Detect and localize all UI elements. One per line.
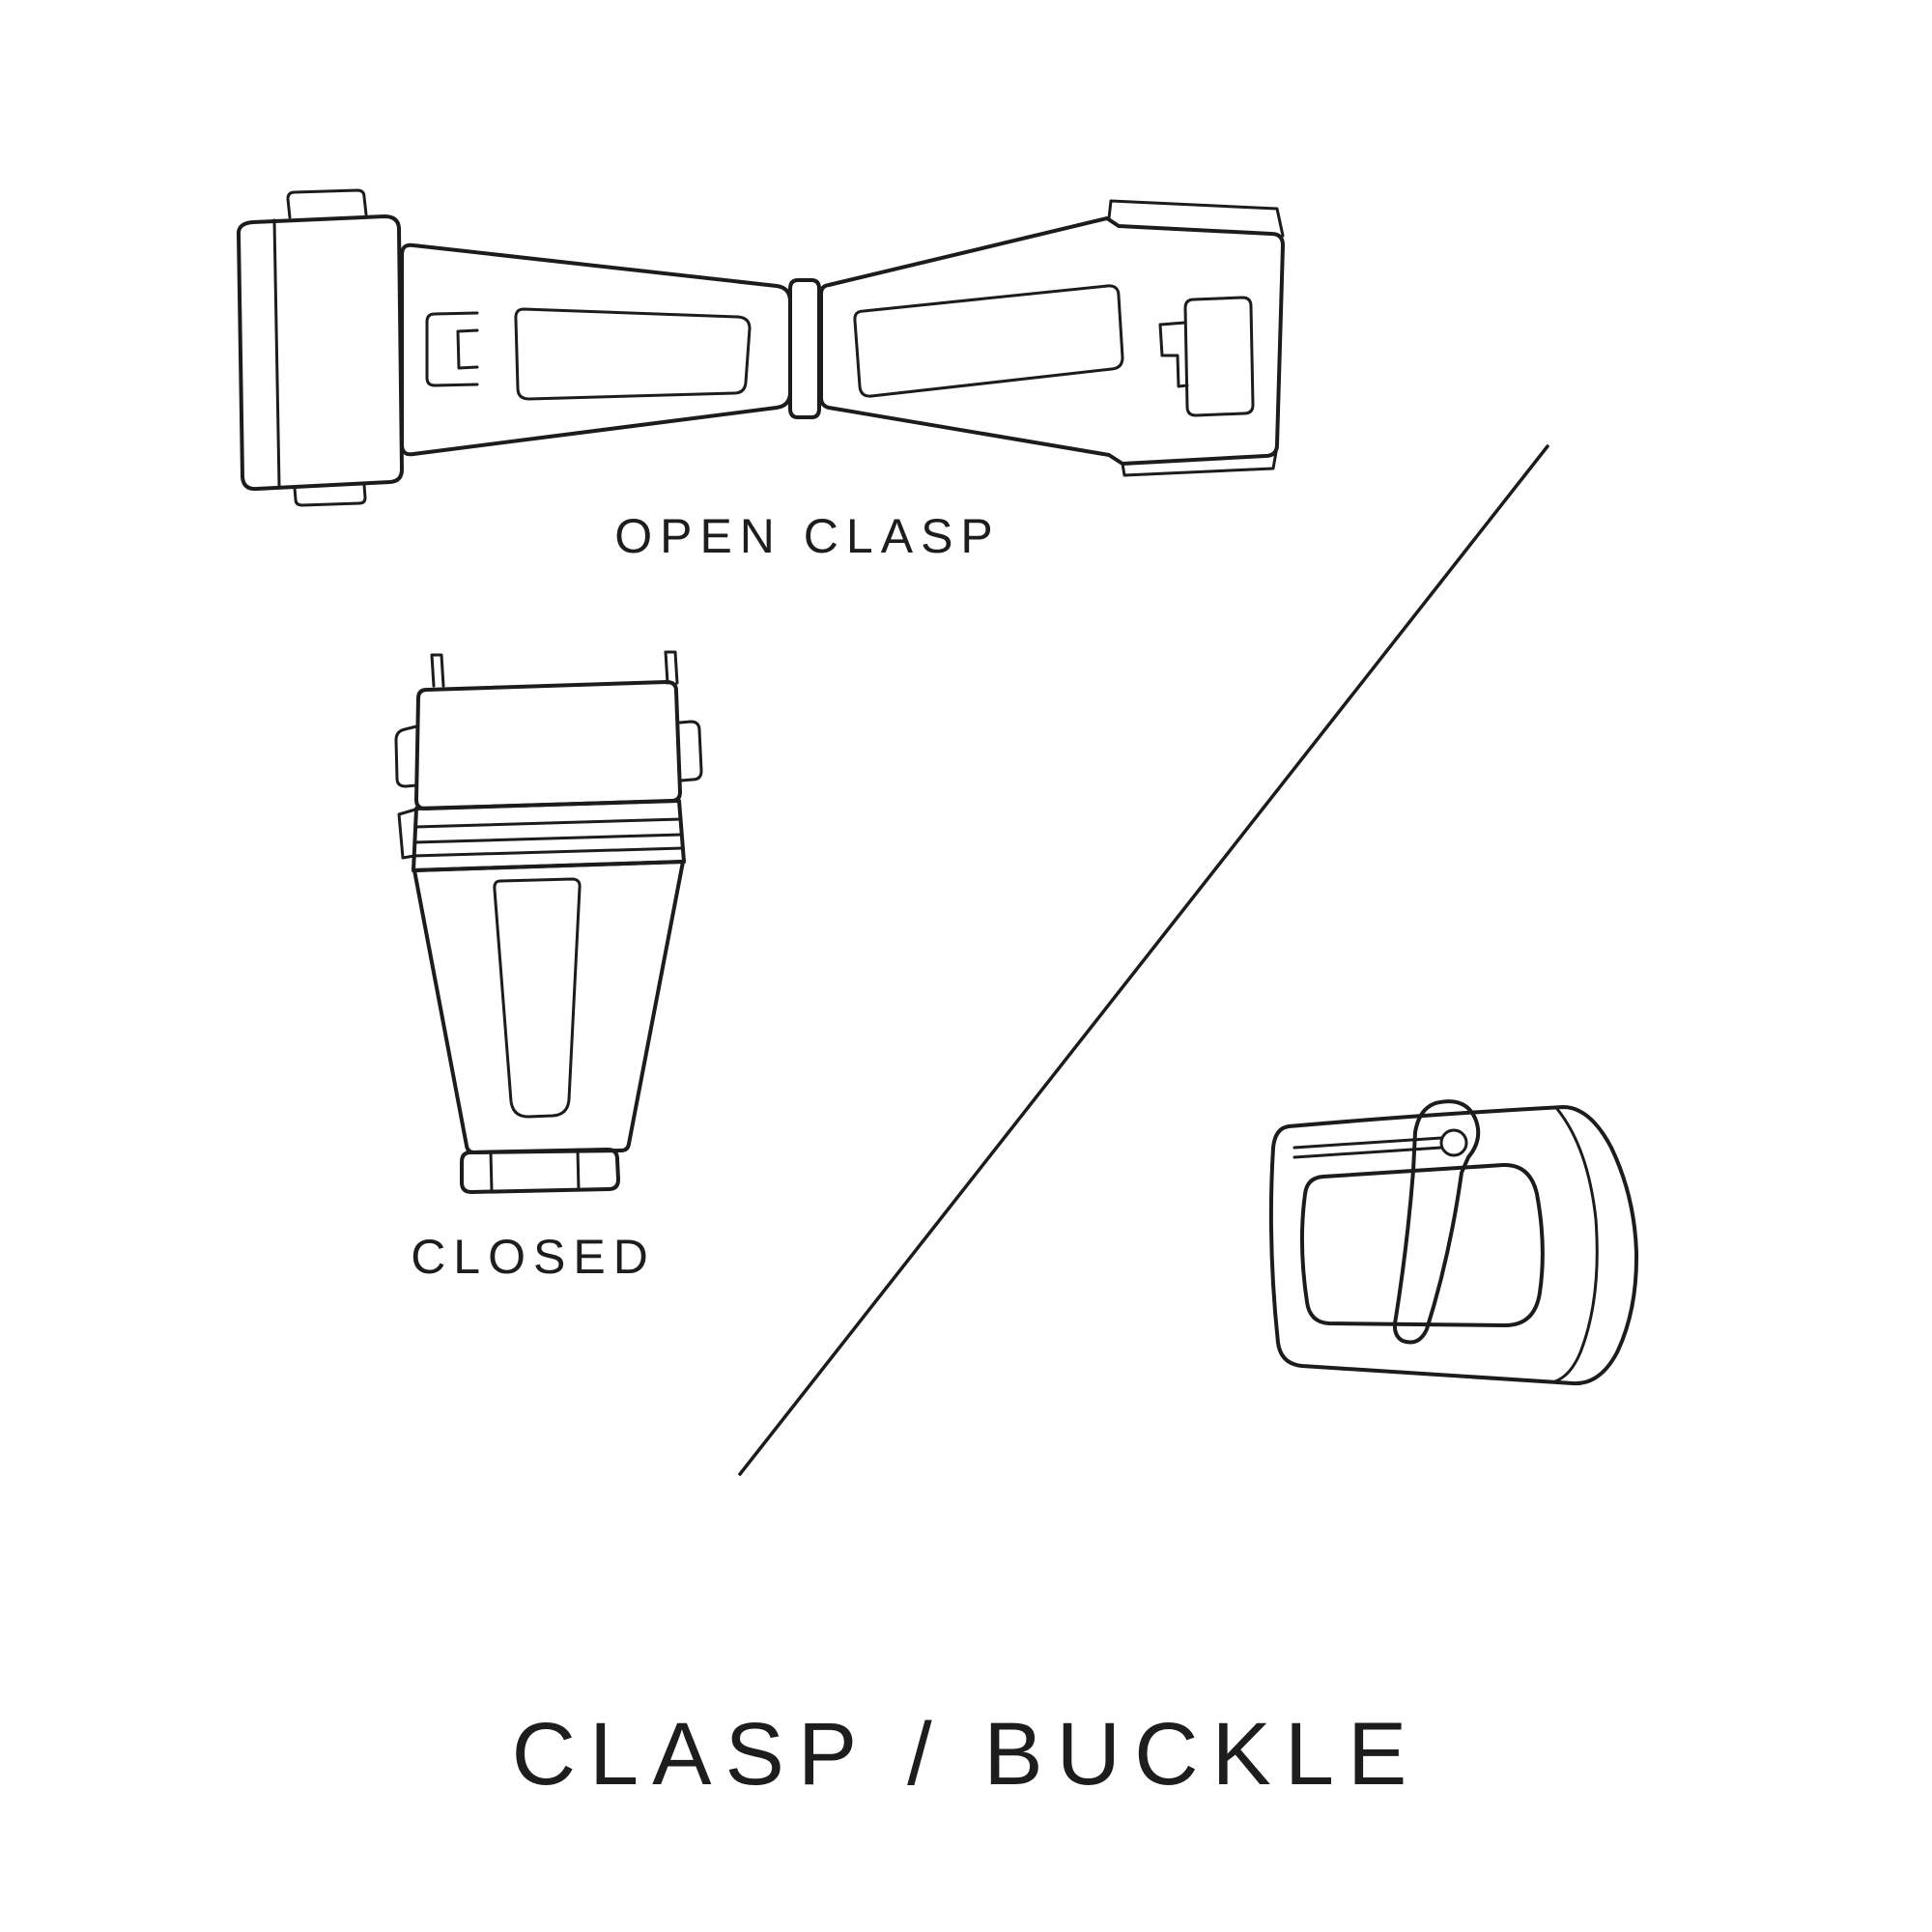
- page-title: CLASP / BUCKLE: [511, 1705, 1421, 1804]
- diagonal-divider-line: [738, 444, 1549, 1476]
- closed-clasp-label: CLOSED: [411, 1230, 656, 1284]
- closed-clasp-illustration: [394, 650, 703, 1194]
- tang-buckle-illustration: [1268, 1099, 1639, 1386]
- open-clasp-label: OPEN CLASP: [614, 509, 1001, 563]
- open-clasp-illustration: [236, 188, 1285, 507]
